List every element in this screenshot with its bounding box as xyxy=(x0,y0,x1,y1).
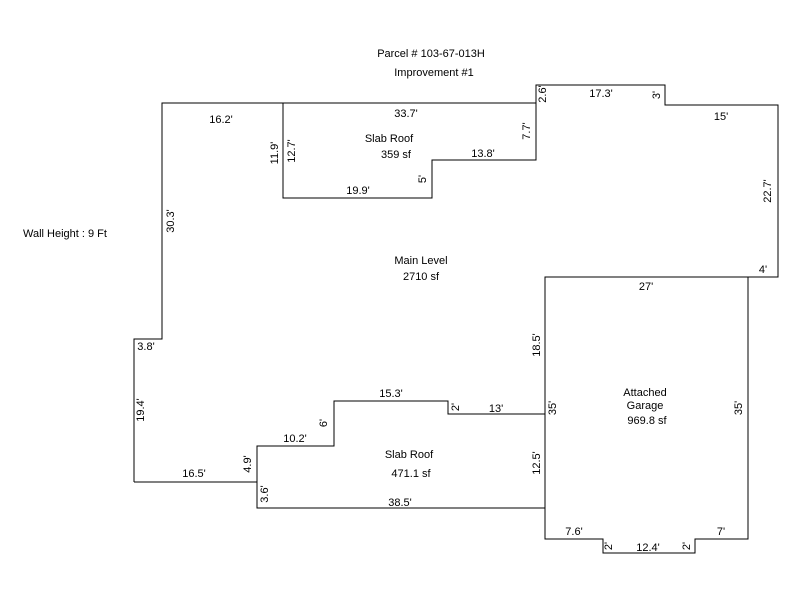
dim-label: 38.5' xyxy=(388,497,412,509)
dim-label: 3.8' xyxy=(137,341,154,353)
slab-roof-top-area: 359 sf xyxy=(381,149,412,161)
dim-label: 3' xyxy=(651,91,663,99)
dim-label: 6' xyxy=(318,419,330,427)
slab-roof-bottom-name: Slab Roof xyxy=(385,449,434,461)
garage-name-line1: Attached xyxy=(623,387,666,399)
improvement-label: Improvement #1 xyxy=(394,67,473,79)
dim-label: 5' xyxy=(417,175,429,183)
dim-label: 30.3' xyxy=(165,209,177,233)
slab-roof-top-outline xyxy=(282,103,537,199)
parcel-number: Parcel # 103-67-013H xyxy=(377,48,485,60)
dim-label: 15.3' xyxy=(379,388,403,400)
dim-label: 15' xyxy=(714,111,728,123)
slab-roof-top-name: Slab Roof xyxy=(365,133,414,145)
dim-label: 16.2' xyxy=(209,114,233,126)
dim-label: 3.6' xyxy=(259,485,271,502)
dim-label: 10.2' xyxy=(283,433,307,445)
dim-label: 27' xyxy=(639,281,653,293)
dim-label: 4.9' xyxy=(242,455,254,472)
dim-label: 17.3' xyxy=(589,88,613,100)
dim-label: 7.7' xyxy=(521,122,533,139)
main-level-name: Main Level xyxy=(394,255,447,267)
dim-label: 4' xyxy=(759,264,767,276)
dim-label: 18.5' xyxy=(531,333,543,357)
garage-outline xyxy=(544,276,749,554)
dim-label: 13' xyxy=(489,403,503,415)
slab-roof-bottom-area: 471.1 sf xyxy=(391,468,431,480)
dim-label: 2.6' xyxy=(537,85,549,102)
dim-label: 12.4' xyxy=(636,542,660,554)
garage-area: 969.8 sf xyxy=(627,415,667,427)
dim-label: 2' xyxy=(681,542,693,550)
dim-label: 12.5' xyxy=(531,451,543,475)
dim-label: 22.7' xyxy=(762,179,774,203)
dim-label: 33.7' xyxy=(394,108,418,120)
main-level-outline xyxy=(133,84,779,483)
dim-label: 12.7' xyxy=(286,139,298,163)
slab-roof-bottom-outline xyxy=(256,414,546,509)
dim-label: 13.8' xyxy=(471,148,495,160)
dim-label: 16.5' xyxy=(182,468,206,480)
dim-label: 35' xyxy=(547,401,559,415)
dim-label: 2' xyxy=(603,542,615,550)
dim-label: 11.9' xyxy=(269,142,281,165)
dim-label: 7.6' xyxy=(565,526,582,538)
wall-height-note: Wall Height : 9 Ft xyxy=(23,228,107,240)
dim-label: 35' xyxy=(733,401,745,415)
garage-name-line2: Garage xyxy=(627,400,664,412)
dim-label: 2' xyxy=(450,403,462,411)
dim-label: 19.4' xyxy=(135,398,147,422)
dim-label: 7' xyxy=(717,526,725,538)
dim-label: 19.9' xyxy=(346,185,370,197)
main-level-area: 2710 sf xyxy=(403,271,440,283)
